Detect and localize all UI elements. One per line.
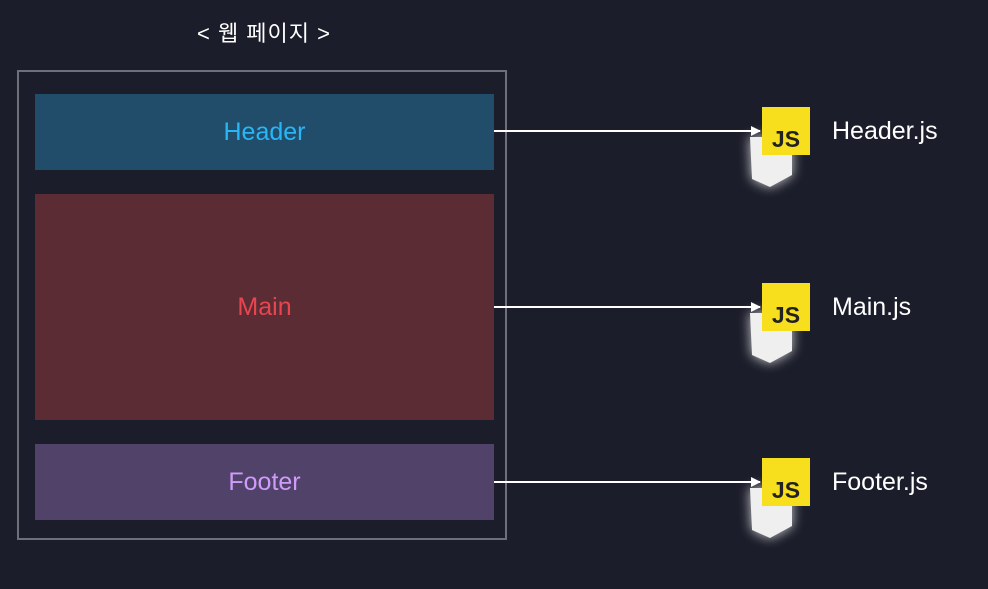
main-js-label: Main.js: [832, 293, 912, 321]
svg-text:JS: JS: [772, 302, 800, 328]
svg-text:JS: JS: [772, 126, 800, 152]
header-js-label: Header.js: [832, 117, 938, 145]
header-section: Header: [35, 94, 494, 170]
main-section-label: Main: [237, 292, 292, 321]
page-title: < 웹 페이지 >: [197, 21, 331, 46]
javascript-icon: JS: [748, 107, 810, 187]
web-page-frame: [17, 70, 507, 540]
footer-section: Footer: [35, 444, 494, 520]
main-section: Main: [35, 194, 494, 420]
javascript-icon: JS: [748, 458, 810, 538]
footer-section-label: Footer: [228, 467, 301, 496]
svg-text:JS: JS: [772, 477, 800, 503]
header-section-label: Header: [223, 117, 306, 146]
javascript-icon: JS: [748, 283, 810, 363]
footer-js-label: Footer.js: [832, 468, 928, 496]
